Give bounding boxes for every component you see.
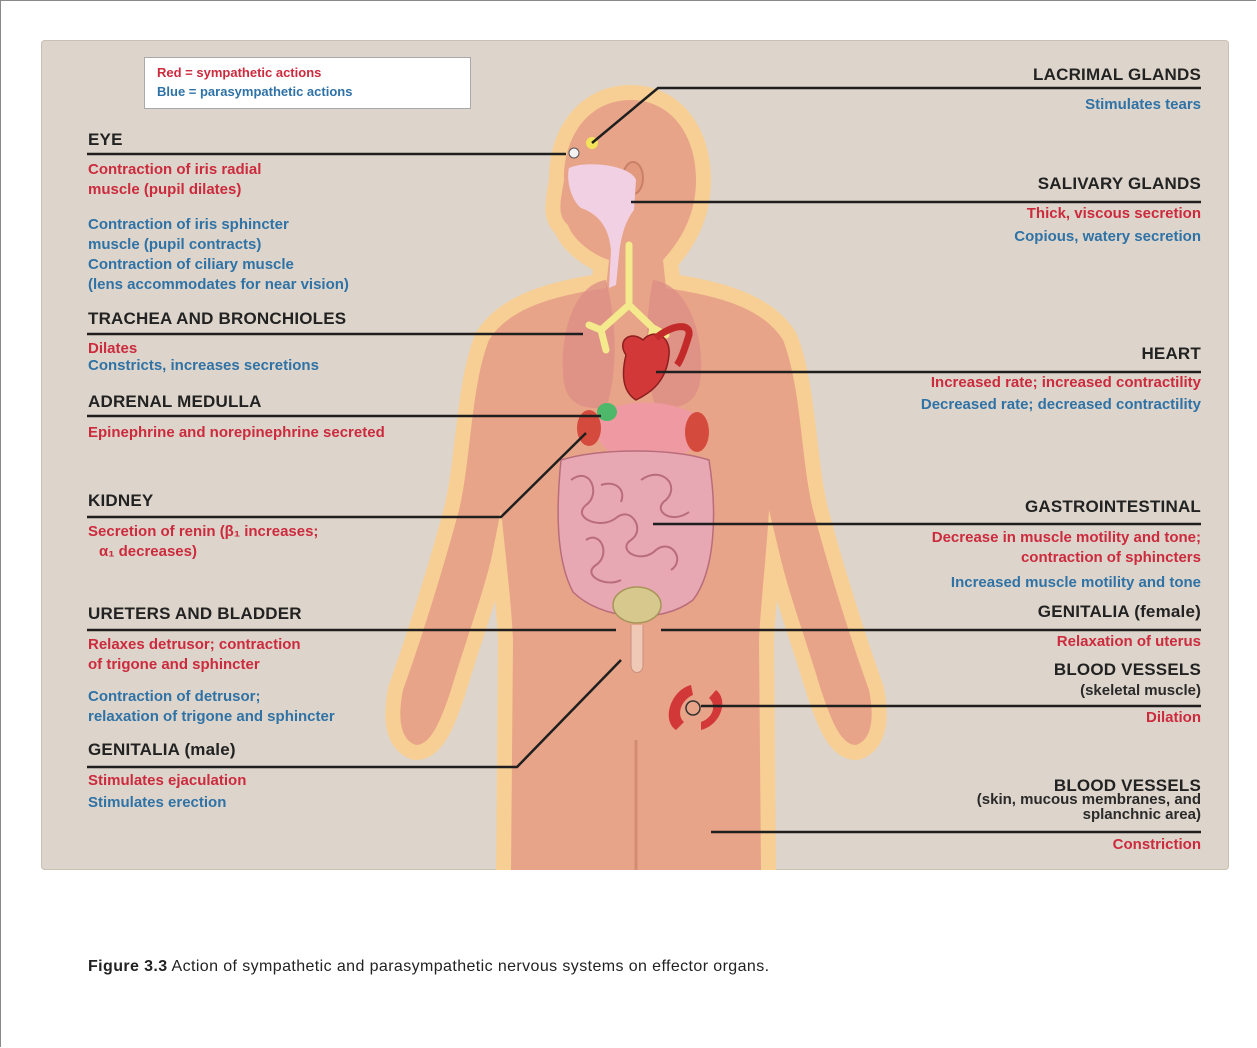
salivary-blue: Copious, watery secretion xyxy=(1014,227,1201,247)
eye-blue-1: Contraction of iris sphincter xyxy=(88,215,289,235)
genitalia-female-red: Relaxation of uterus xyxy=(1057,632,1201,652)
salivary-title: SALIVARY GLANDS xyxy=(1038,174,1201,194)
ureters-blue-2: relaxation of trigone and sphincter xyxy=(88,707,335,727)
lacrimal-blue: Stimulates tears xyxy=(1085,95,1201,115)
genitalia-male-blue: Stimulates erection xyxy=(88,793,226,813)
genital xyxy=(631,625,643,673)
lacrimal-title: LACRIMAL GLANDS xyxy=(1033,65,1201,85)
legend-blue: Blue = parasympathetic actions xyxy=(157,84,352,99)
vessels-skeletal-red: Dilation xyxy=(1146,708,1201,728)
eye-red-2: muscle (pupil dilates) xyxy=(88,180,241,200)
adrenal-title: ADRENAL MEDULLA xyxy=(88,392,262,412)
heart-red: Increased rate; increased contractility xyxy=(931,373,1201,393)
ureters-blue-1: Contraction of detrusor; xyxy=(88,687,261,707)
legend-box: Red = sympathetic actions Blue = parasym… xyxy=(144,57,471,109)
adrenal-gland xyxy=(597,403,617,421)
gi-title: GASTROINTESTINAL xyxy=(1025,497,1201,517)
gi-red-2: contraction of sphincters xyxy=(1021,548,1201,568)
eye-title: EYE xyxy=(88,130,123,150)
genitalia-female-title: GENITALIA (female) xyxy=(1038,602,1201,622)
trachea-blue: Constricts, increases secretions xyxy=(88,356,319,376)
vessels-skin-sub-2: splanchnic area) xyxy=(1083,807,1201,823)
genitalia-male-title: GENITALIA (male) xyxy=(88,740,236,760)
legend-red: Red = sympathetic actions xyxy=(157,65,321,80)
ureters-title: URETERS AND BLADDER xyxy=(88,604,302,624)
genitalia-male-red: Stimulates ejaculation xyxy=(88,771,246,791)
eye-red-1: Contraction of iris radial xyxy=(88,160,261,180)
kidney-right xyxy=(685,412,709,452)
figure-label: Figure 3.3 xyxy=(88,958,168,975)
diagram-panel: Red = sympathetic actions Blue = parasym… xyxy=(41,40,1229,870)
eye-blue-2: muscle (pupil contracts) xyxy=(88,235,261,255)
vessels-skeletal-title: BLOOD VESSELS xyxy=(1054,660,1201,680)
gi-red-1: Decrease in muscle motility and tone; xyxy=(932,528,1201,548)
bladder xyxy=(613,587,661,623)
eye xyxy=(569,148,579,158)
heart-title: HEART xyxy=(1141,344,1201,364)
trachea-title: TRACHEA AND BRONCHIOLES xyxy=(88,309,346,329)
figure-caption-text: Action of sympathetic and parasympatheti… xyxy=(168,958,770,975)
ureters-red-1: Relaxes detrusor; contraction xyxy=(88,635,301,655)
eye-blue-3: Contraction of ciliary muscle xyxy=(88,255,294,275)
eye-blue-4: (lens accommodates for near vision) xyxy=(88,275,349,295)
kidney-title: KIDNEY xyxy=(88,491,153,511)
figure-caption: Figure 3.3 Action of sympathetic and par… xyxy=(88,958,769,976)
heart-blue: Decreased rate; decreased contractility xyxy=(921,395,1201,415)
kidney-red-2: α₁ decreases) xyxy=(99,542,197,562)
vessels-skin-red: Constriction xyxy=(1113,835,1201,855)
kidney-red-1: Secretion of renin (β₁ increases; xyxy=(88,522,318,542)
gi-blue: Increased muscle motility and tone xyxy=(951,573,1201,593)
vessels-skeletal-sub: (skeletal muscle) xyxy=(1080,681,1201,701)
adrenal-red: Epinephrine and norepinephrine secreted xyxy=(88,423,385,443)
ureters-red-2: of trigone and sphincter xyxy=(88,655,260,675)
salivary-red: Thick, viscous secretion xyxy=(1027,204,1201,224)
